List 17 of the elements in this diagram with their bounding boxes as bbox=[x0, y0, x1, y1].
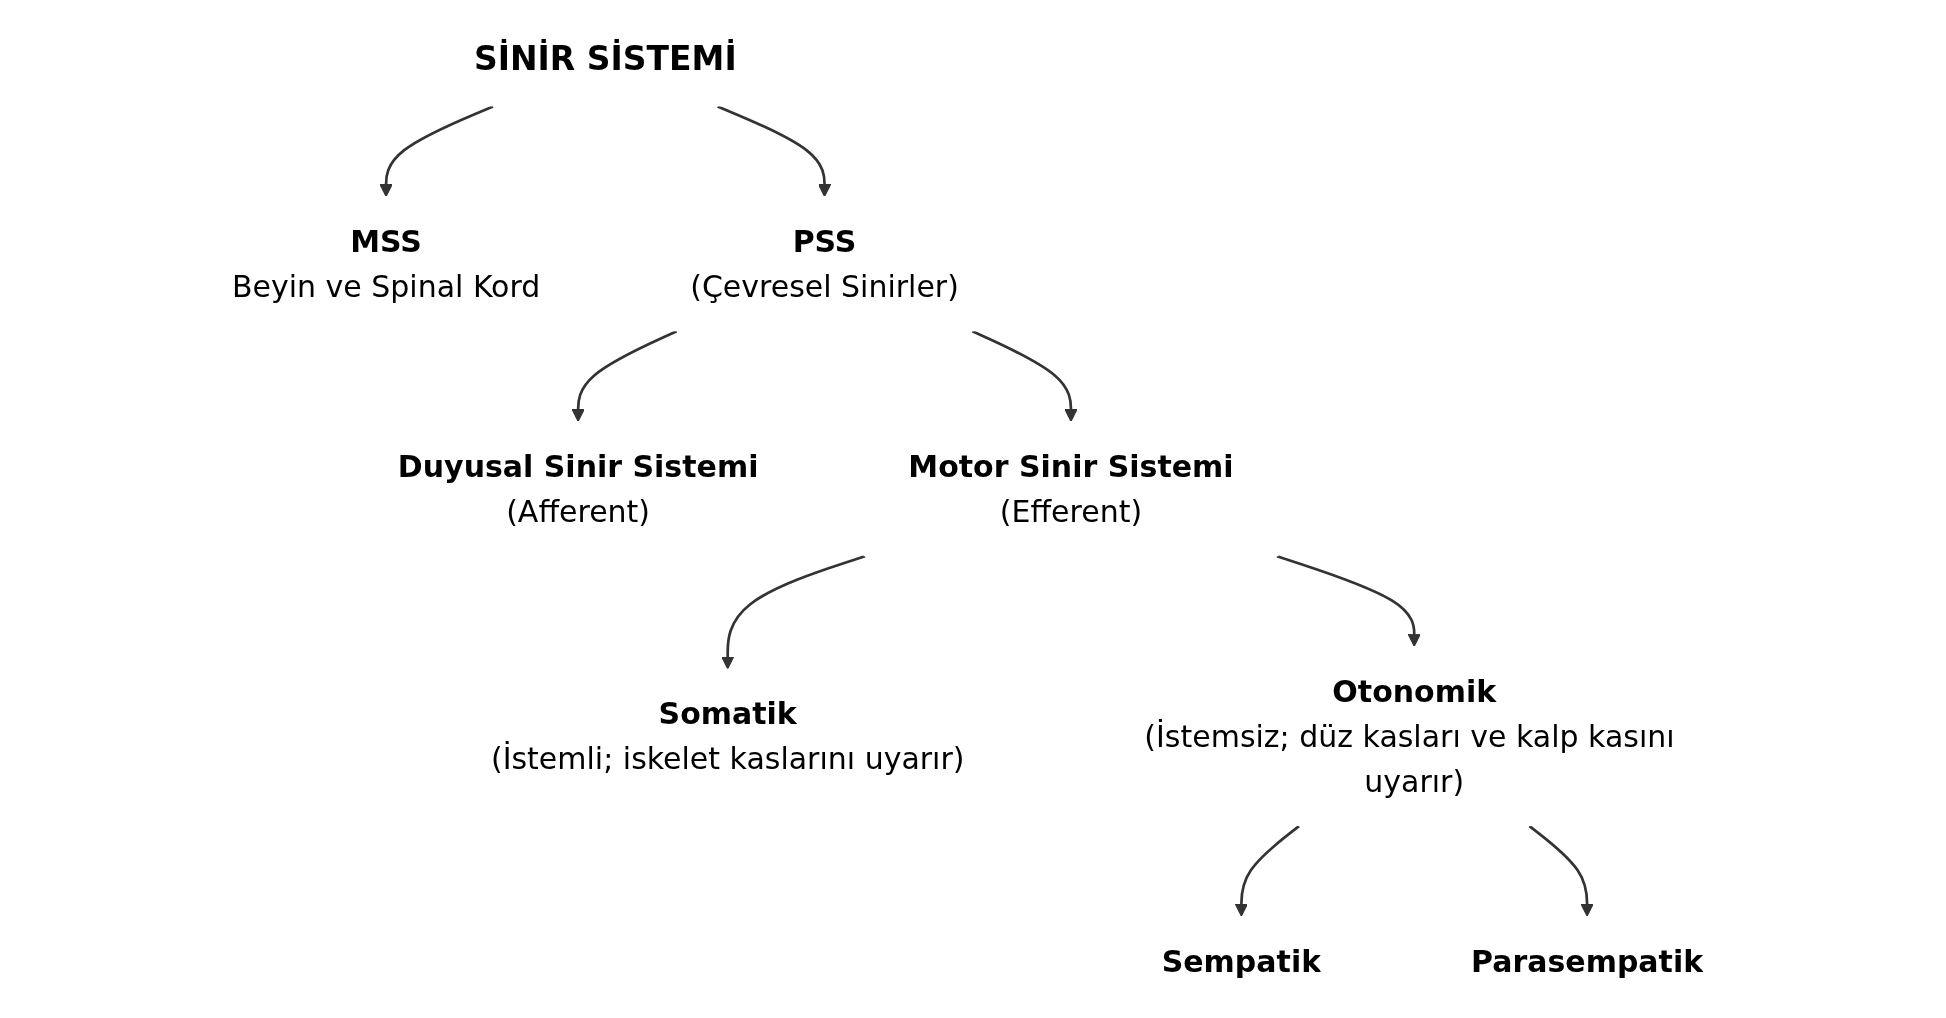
node-text: Somatik (İstemli; iskelet kaslarını uyarır) bbox=[490, 695, 965, 777]
node-text: Duyusal Sinir Sistemi (Afferent) bbox=[397, 448, 759, 530]
arrow bbox=[379, 105, 494, 197]
arrow bbox=[971, 330, 1078, 422]
node-text: MSS Beyin ve Spinal Kord bbox=[231, 223, 541, 305]
arrow bbox=[571, 330, 678, 422]
node-text: Parasempatik bbox=[1471, 943, 1704, 980]
node-text: PSS (Çevresel Sinirler) bbox=[690, 223, 959, 305]
node-text: Motor Sinir Sistemi (Efferent) bbox=[908, 448, 1234, 530]
arrow bbox=[1234, 825, 1300, 917]
arrow bbox=[721, 554, 866, 670]
node-text: Sempatik bbox=[1161, 943, 1322, 980]
arrow bbox=[717, 105, 832, 197]
node-text: SİNİR SİSTEMİ bbox=[473, 40, 737, 78]
arrow bbox=[1276, 554, 1421, 647]
arrow bbox=[1528, 825, 1594, 917]
node-text: Otonomik (İstemsiz; düz kasları ve kalp kasını uyarır) bbox=[1144, 673, 1675, 800]
